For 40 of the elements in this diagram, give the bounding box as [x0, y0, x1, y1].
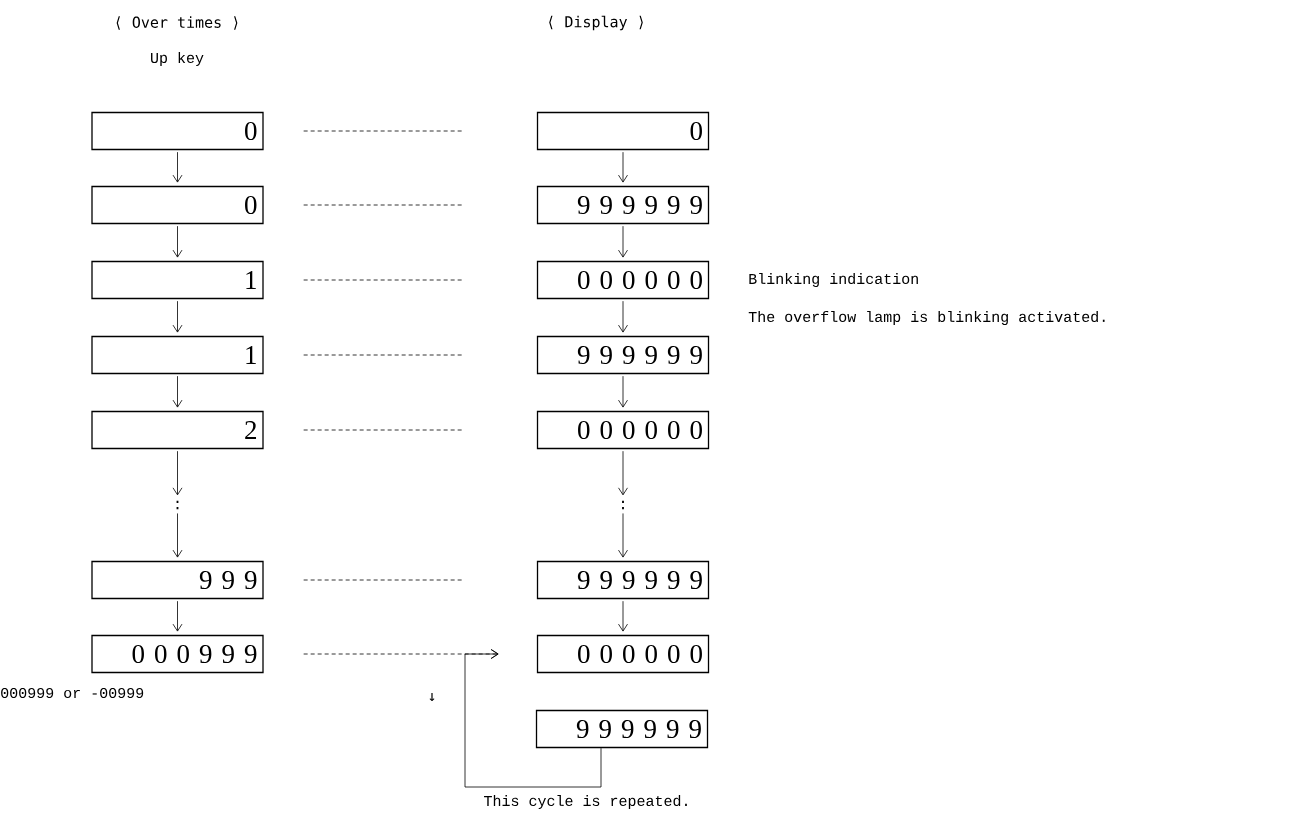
- arrow: [618, 151, 628, 183]
- ellipsis-text: :: [622, 500, 624, 510]
- arrow: [618, 375, 628, 408]
- arrow: [618, 513, 628, 558]
- arrow: [172, 513, 183, 558]
- counter-box: 0: [91, 111, 264, 151]
- arrow: [172, 375, 183, 408]
- arrow: [172, 151, 183, 183]
- arrow: [618, 600, 628, 632]
- counter-box: 0 0 0 0 0 0: [536, 260, 710, 300]
- arrow-symbol: ↓: [429, 693, 435, 702]
- counter-box: 0: [536, 111, 710, 151]
- column-heading: ⟨ Display ⟩: [549, 15, 643, 31]
- arrow: [172, 225, 183, 258]
- note-text: 000999 or -00999: [1, 687, 144, 699]
- counter-box: 9 9 9 9 9 9: [535, 709, 709, 749]
- arrow: [172, 450, 183, 496]
- note-text: Blinking indication: [749, 273, 918, 287]
- arrow: [618, 450, 628, 496]
- ellipsis-text: :: [176, 500, 179, 510]
- counter-box: 9 9 9 9 9 9: [536, 335, 710, 375]
- counter-box: 2: [91, 410, 264, 450]
- counter-box: 9 9 9 9 9 9: [536, 185, 710, 225]
- arrow: [172, 600, 183, 632]
- arrow: [618, 225, 628, 258]
- loop-arrow: [464, 649, 602, 788]
- column-heading: Up key: [151, 52, 204, 66]
- arrow: [618, 300, 628, 333]
- counter-box: 0: [91, 185, 264, 225]
- counter-box: 9 9 9 9 9 9: [536, 560, 710, 600]
- counter-box: 0 0 0 0 0 0: [536, 634, 710, 674]
- edge-label: This cycle is repeated.: [484, 795, 687, 809]
- counter-box: 0 0 0 9 9 9: [91, 634, 264, 674]
- counter-box: 1: [91, 260, 264, 300]
- counter-box: 1: [91, 335, 264, 375]
- column-heading: ⟨ Over times ⟩: [116, 16, 238, 30]
- counter-box: 9 9 9: [91, 560, 264, 600]
- counter-box: 0 0 0 0 0 0: [536, 410, 710, 450]
- arrow: [172, 300, 183, 333]
- note-text: The overflow lamp is blinking activated.: [748, 311, 1105, 325]
